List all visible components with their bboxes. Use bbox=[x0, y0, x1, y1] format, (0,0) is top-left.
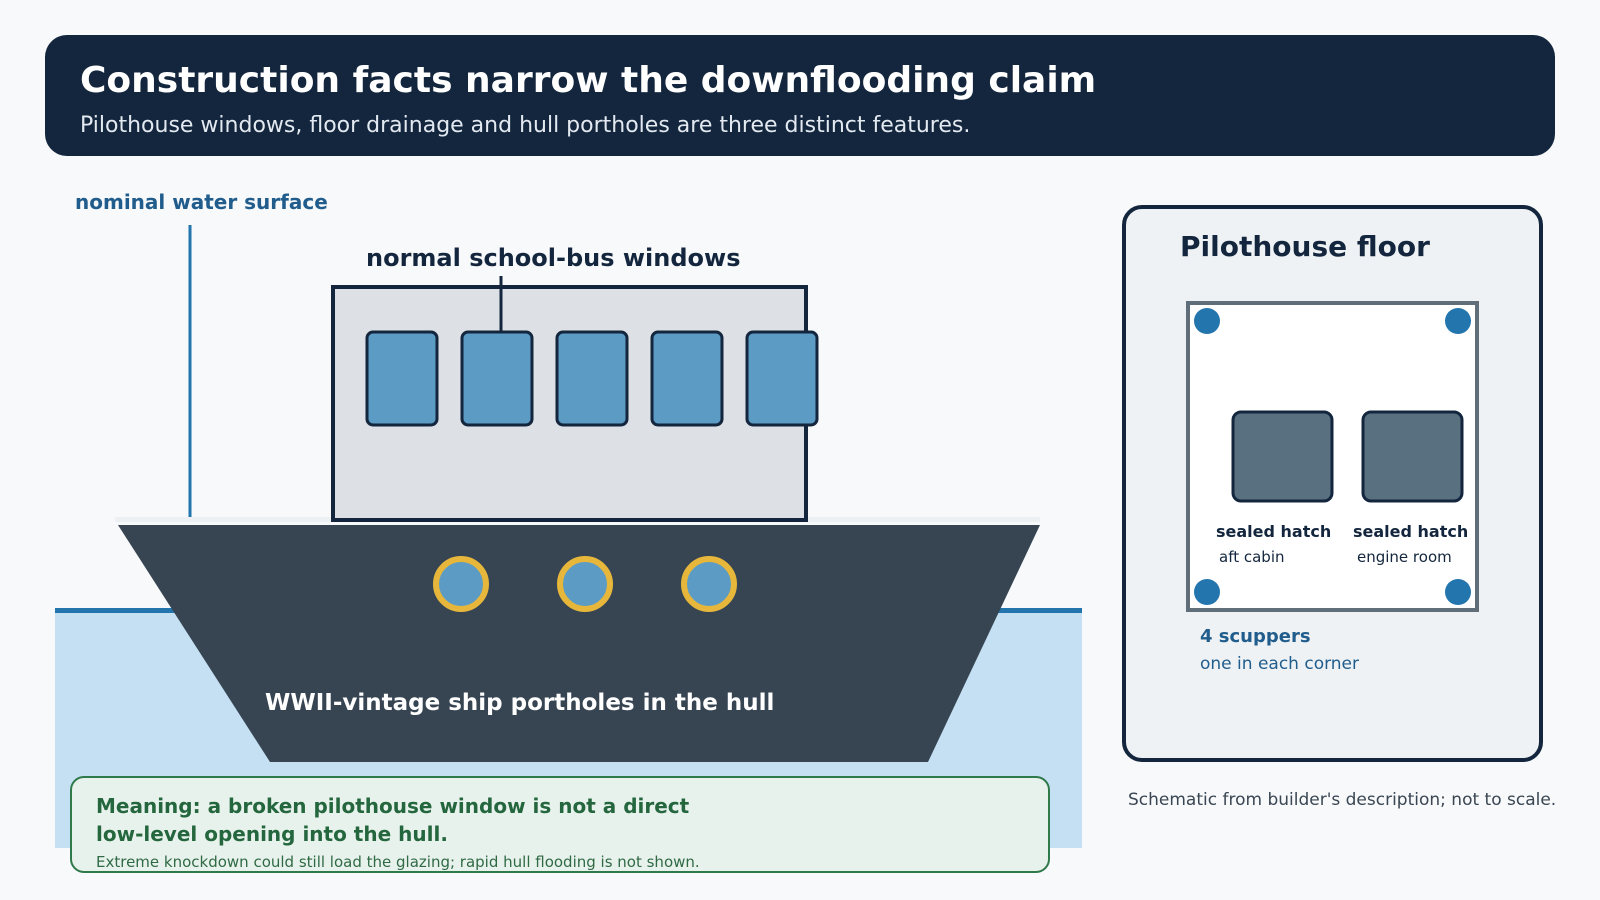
hatch-engine-room bbox=[1361, 410, 1464, 503]
page-subtitle: Pilothouse windows, floor drainage and h… bbox=[80, 113, 971, 138]
pilothouse-window bbox=[460, 330, 534, 427]
panel-title: Pilothouse floor bbox=[1180, 230, 1430, 263]
scupper-top-left bbox=[1194, 308, 1220, 334]
hatch-aft-cabin bbox=[1231, 410, 1334, 503]
windows-group bbox=[365, 330, 819, 427]
hull-porthole bbox=[557, 556, 613, 612]
scupper-bottom-right bbox=[1445, 579, 1471, 605]
meaning-detail: Extreme knockdown could still load the g… bbox=[96, 853, 700, 871]
pilothouse-window bbox=[650, 330, 724, 427]
hatch-sub-aft: aft cabin bbox=[1219, 548, 1285, 566]
pilothouse-window bbox=[555, 330, 629, 427]
scupper-bottom-left bbox=[1194, 579, 1220, 605]
scupper-top-right bbox=[1445, 308, 1471, 334]
pilothouse-window bbox=[365, 330, 439, 427]
water-surface-label: nominal water surface bbox=[75, 190, 328, 214]
windows-label: normal school-bus windows bbox=[366, 244, 741, 272]
meaning-main: Meaning: a broken pilothouse window is n… bbox=[96, 794, 690, 846]
pilothouse-window bbox=[745, 330, 819, 427]
portholes-group bbox=[433, 556, 737, 612]
scuppers-label: 4 scuppers bbox=[1200, 626, 1311, 647]
portholes-label: WWII-vintage ship portholes in the hull bbox=[265, 690, 775, 716]
scuppers-sub: one in each corner bbox=[1200, 654, 1360, 674]
hull-porthole bbox=[681, 556, 737, 612]
hull bbox=[118, 525, 1040, 762]
hull-porthole bbox=[433, 556, 489, 612]
header-banner: Construction facts narrow the downfloodi… bbox=[45, 35, 1555, 156]
hatch-label-engine: sealed hatch bbox=[1353, 522, 1469, 541]
meaning-box: Meaning: a broken pilothouse window is n… bbox=[70, 776, 1050, 873]
page-title: Construction facts narrow the downfloodi… bbox=[80, 60, 1097, 101]
hatch-label-aft: sealed hatch bbox=[1216, 522, 1332, 541]
hatch-sub-engine: engine room bbox=[1357, 548, 1452, 566]
schematic-note: Schematic from builder's description; no… bbox=[1128, 790, 1557, 810]
